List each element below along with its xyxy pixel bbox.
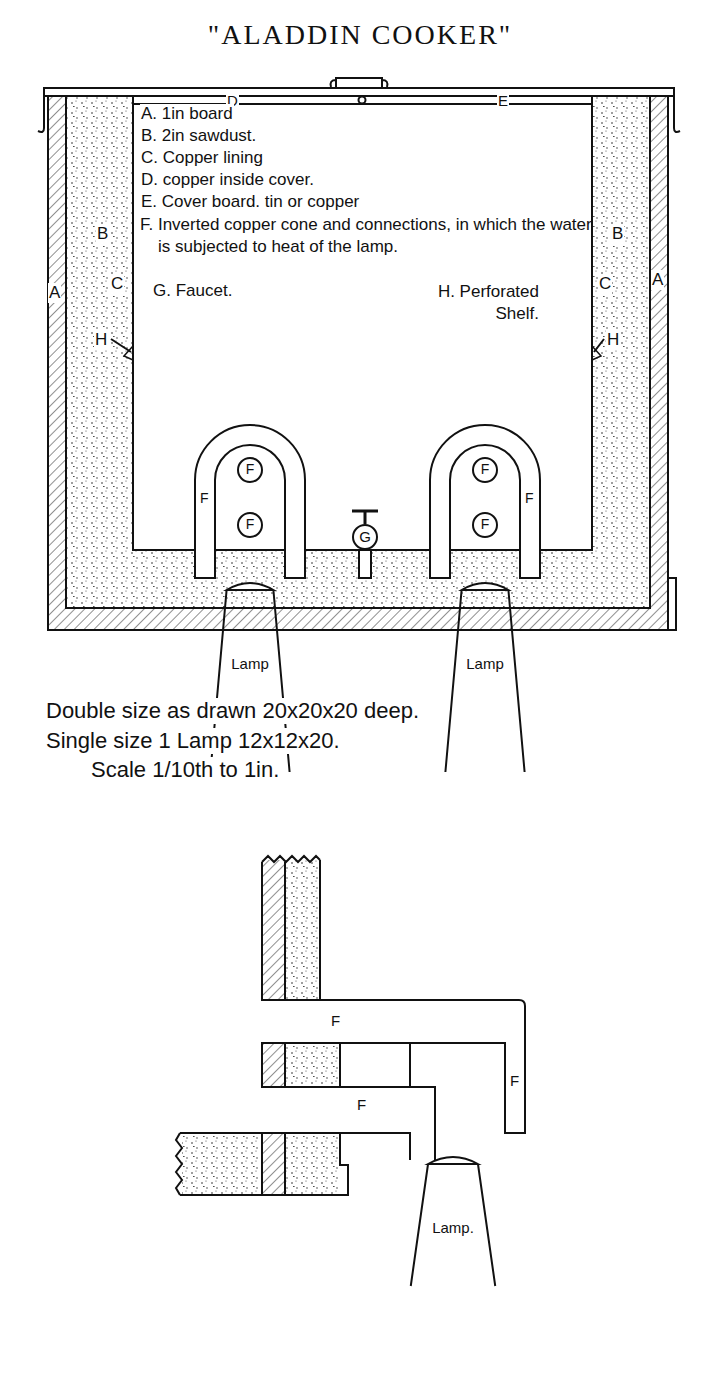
title-text: "ALADDIN COOKER" bbox=[0, 18, 718, 52]
part-letter: F bbox=[199, 490, 210, 507]
detail-section bbox=[176, 856, 525, 1195]
leader-line bbox=[111, 339, 131, 352]
lid-hook bbox=[38, 92, 44, 132]
scale-note: Scale 1/10th to 1in. bbox=[90, 757, 280, 783]
part-letter: B bbox=[611, 224, 624, 244]
callout-circle: F bbox=[472, 512, 498, 538]
lamp-outline bbox=[411, 1157, 495, 1286]
copper-cover bbox=[133, 96, 592, 104]
callout-circle: G bbox=[352, 524, 378, 550]
callout-circle: F bbox=[472, 457, 498, 483]
sawdust-fill bbox=[285, 1133, 340, 1195]
sawdust-fill bbox=[285, 1043, 340, 1087]
copper-cone-tube bbox=[195, 425, 305, 578]
cover-board bbox=[44, 88, 674, 96]
break-line bbox=[262, 856, 320, 862]
sawdust-fill bbox=[66, 96, 650, 608]
circle-outline bbox=[353, 525, 377, 549]
outer-board bbox=[48, 96, 668, 630]
cover-hole bbox=[359, 97, 366, 104]
lamp-label: Lamp. bbox=[432, 1220, 474, 1237]
copper-cone-tube bbox=[430, 425, 540, 578]
callout-letter: F bbox=[481, 517, 490, 532]
wall-piece bbox=[262, 860, 320, 1000]
part-letter: C bbox=[110, 274, 124, 294]
break-line bbox=[176, 1133, 182, 1195]
part-letter: A bbox=[651, 270, 664, 290]
pipe bbox=[320, 1000, 525, 1133]
lamp-label: Lamp bbox=[231, 656, 269, 673]
part-letter: B bbox=[96, 224, 109, 244]
callout-circle: F bbox=[237, 512, 263, 538]
key-line: C. Copper lining bbox=[140, 148, 264, 168]
callout-circle: F bbox=[237, 457, 263, 483]
key-line: H. Perforated Shelf. bbox=[398, 281, 540, 325]
board-hatch bbox=[262, 860, 285, 1000]
board-hatch bbox=[262, 1043, 285, 1087]
sawdust-fill bbox=[182, 1133, 262, 1195]
lamp-outline bbox=[405, 1150, 501, 1286]
part-letter: F bbox=[509, 1072, 520, 1090]
shelf-mark bbox=[592, 346, 601, 360]
part-letter: F bbox=[524, 490, 535, 507]
lid-letter: E bbox=[497, 92, 509, 110]
lid-hook bbox=[674, 92, 680, 132]
lamp-outline bbox=[440, 576, 530, 772]
part-letter: C bbox=[598, 274, 612, 294]
faucet-spout bbox=[359, 550, 371, 578]
main-section bbox=[38, 78, 680, 630]
callout-letter: G bbox=[359, 529, 371, 546]
shelf-mark bbox=[124, 346, 133, 360]
circle-outline bbox=[238, 458, 262, 482]
key-line: E. Cover board. tin or copper bbox=[140, 192, 360, 212]
part-letter: A bbox=[48, 283, 61, 303]
inner-board bbox=[66, 96, 650, 608]
part-letter: H bbox=[606, 330, 620, 350]
lamp-shape: Lamp bbox=[440, 576, 530, 772]
size-note: Single size 1 Lamp 12x12x20. bbox=[45, 728, 341, 754]
size-note: Double size as drawn 20x20x20 deep. bbox=[45, 698, 420, 724]
key-line: G. Faucet. bbox=[152, 281, 233, 301]
sawdust-fill bbox=[285, 860, 320, 1000]
circle-outline bbox=[473, 513, 497, 537]
lamp-outline bbox=[445, 583, 524, 772]
foot bbox=[668, 578, 676, 630]
circle-outline bbox=[238, 513, 262, 537]
part-letter: H bbox=[94, 330, 108, 350]
faucet-handle bbox=[352, 511, 378, 524]
key-line: F. Inverted copper cone and connections,… bbox=[140, 214, 604, 258]
lamp-label: Lamp bbox=[466, 656, 504, 673]
key-line: A. 1in board bbox=[140, 104, 234, 124]
key-line: B. 2in sawdust. bbox=[140, 126, 257, 146]
lamp-shape: Lamp. bbox=[405, 1150, 501, 1286]
lid-handle bbox=[331, 78, 388, 88]
part-letter: F bbox=[330, 1012, 341, 1030]
callout-letter: F bbox=[246, 517, 255, 532]
board-hatch bbox=[48, 96, 668, 630]
wall-piece bbox=[180, 1133, 410, 1195]
wall-piece bbox=[262, 1043, 410, 1087]
callout-letter: F bbox=[246, 462, 255, 477]
part-letter: F bbox=[356, 1096, 367, 1114]
board-hatch bbox=[262, 1133, 285, 1195]
circle-outline bbox=[473, 458, 497, 482]
key-line: D. copper inside cover. bbox=[140, 170, 315, 190]
pipe bbox=[410, 1087, 435, 1160]
callout-letter: F bbox=[481, 462, 490, 477]
